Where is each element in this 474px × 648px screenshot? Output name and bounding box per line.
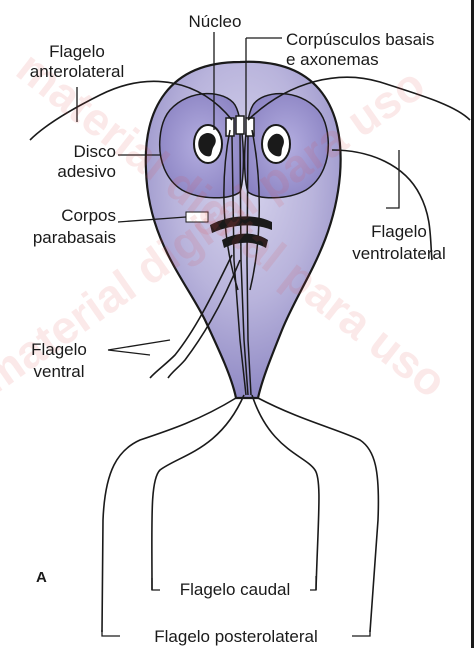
label-flagelo-ventral-1: Flagelo [10,340,108,359]
label-flagelo-anterolateral-2: anterolateral [22,62,132,81]
label-flagelo-ventrolateral-2: ventrolateral [334,244,464,263]
label-flagelo-posterolateral: Flagelo posterolateral [116,627,356,646]
label-corpos-2: parabasais [8,228,116,247]
label-flagelo-caudal: Flagelo caudal [160,580,310,599]
label-corpos-1: Corpos [8,206,116,225]
label-flagelo-anterolateral-1: Flagelo [22,42,132,61]
label-disco-1: Disco [28,142,116,161]
label-disco-2: adesivo [28,162,116,181]
label-nucleo: Núcleo [182,12,248,31]
label-flagelo-ventral-2: ventral [10,362,108,381]
label-corpusculos-1: Corpúsculos basais [286,30,434,49]
leader-ventral [108,340,170,355]
label-flagelo-ventrolateral-1: Flagelo [340,222,458,241]
nucleus-left [194,125,222,163]
leader-ventrolateral [386,150,399,208]
figure-letter: A [36,568,47,587]
nucleus-right [262,125,290,163]
parabasal-label-box [186,212,208,222]
label-corpusculos-2: e axonemas [286,50,379,69]
